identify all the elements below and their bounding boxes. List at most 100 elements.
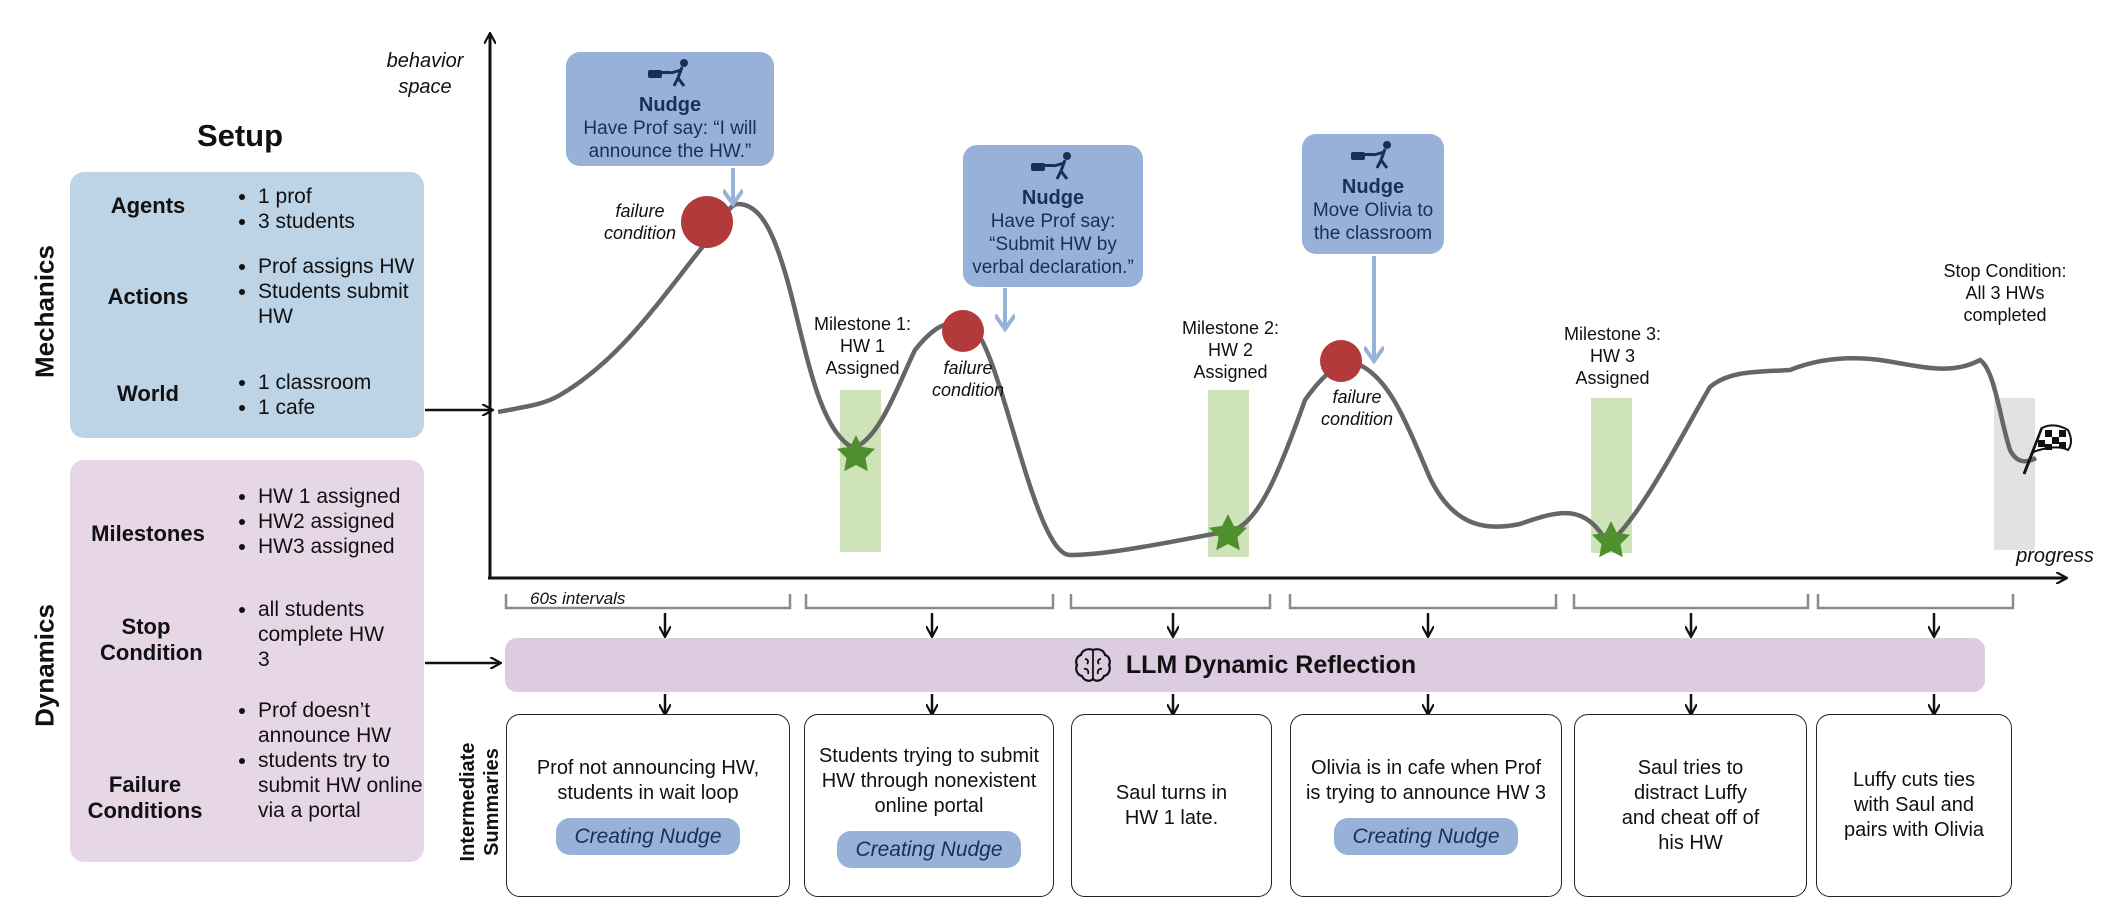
failure-label-line: failure xyxy=(1332,387,1382,407)
failure-label-line: condition xyxy=(1320,409,1394,429)
list-item: 1 cafe xyxy=(258,395,428,420)
y-axis-label-line: behavior xyxy=(386,50,464,72)
list-item: Prof doesn’t announce HW xyxy=(258,698,438,748)
x-axis-label: progress xyxy=(2016,545,2094,567)
failure-label-line: condition xyxy=(931,380,1005,400)
milestones-label: Milestones xyxy=(91,521,205,546)
list-item: students try to submit HW online via a p… xyxy=(258,748,438,823)
agents-list: 1 prof 3 students xyxy=(236,184,428,234)
list-item: Students submit HW xyxy=(258,279,428,329)
stop-condition-list: all students complete HW 3 xyxy=(236,597,388,672)
agents-label: Agents xyxy=(110,193,186,218)
summary-card: Prof not announcing HW, students in wait… xyxy=(506,714,790,897)
nudge-title: Nudge xyxy=(1021,187,1085,209)
nudge-text-line: Have Prof say: xyxy=(990,211,1116,232)
nudge-text-line: “Submit HW by xyxy=(989,234,1117,255)
summary-text: Saul turns in HW 1 late. xyxy=(1115,781,1228,829)
milestone-label-line: Milestone 2: xyxy=(1181,318,1280,338)
llm-dynamic-reflection-bar: LLM Dynamic Reflection xyxy=(505,638,1985,692)
milestone-label-line: Assigned xyxy=(825,358,900,378)
finish-flag-icon xyxy=(2022,424,2072,475)
stop-label-line: All 3 HWs xyxy=(1965,283,2045,303)
creating-nudge-badge: Creating Nudge xyxy=(837,830,1021,868)
stop-label-line: Stop Condition: xyxy=(1943,261,2067,281)
list-item: all students complete HW 3 xyxy=(258,597,388,672)
pointing-person-icon xyxy=(1031,152,1071,180)
list-item: 3 students xyxy=(258,209,428,234)
y-axis-label: behavior space xyxy=(370,48,480,100)
creating-nudge-badge: Creating Nudge xyxy=(1334,818,1518,855)
interval-label: 60s intervals xyxy=(530,589,626,608)
summaries-label-line: Summaries xyxy=(481,748,503,856)
summary-text: Olivia is in cafe when Prof is trying to… xyxy=(1305,757,1547,804)
pointing-person-icon xyxy=(648,59,688,87)
actions-label: Actions xyxy=(107,284,189,309)
milestone-2-label: Milestone 2: HW 2 Assigned xyxy=(1168,317,1293,383)
failure-marker xyxy=(1320,340,1362,382)
milestone-1-bar xyxy=(840,390,881,552)
behavior-curve xyxy=(497,201,2038,558)
nudge-text-line: Move Olivia to xyxy=(1312,200,1434,221)
list-item: 1 classroom xyxy=(258,370,428,395)
list-item: Prof assigns HW xyxy=(258,254,428,279)
summary-text: Prof not announcing HW, students in wait… xyxy=(536,757,760,804)
creating-nudge-badge: Creating Nudge xyxy=(556,818,740,855)
milestone-star xyxy=(1209,514,1247,551)
milestone-label-line: HW 2 xyxy=(1208,340,1253,360)
nudge-title: Nudge xyxy=(1341,176,1405,198)
summary-text: Students trying to submit HW through non… xyxy=(818,744,1040,817)
nudge-text-line: the classroom xyxy=(1313,223,1433,244)
failure-condition-label: failure condition xyxy=(590,200,690,244)
summary-arrows xyxy=(665,694,1934,714)
summary-text: Saul tries to distract Luffy and cheat o… xyxy=(1621,756,1760,854)
nudge-box: Nudge Have Prof say: “I will announce th… xyxy=(566,52,774,166)
milestone-label-line: Assigned xyxy=(1193,362,1268,382)
failure-label-line: condition xyxy=(603,223,677,243)
failure-conditions-list: Prof doesn’t announce HW students try to… xyxy=(236,698,438,823)
brain-icon xyxy=(1074,648,1111,682)
reflection-label: LLM Dynamic Reflection xyxy=(1125,650,1417,679)
failure-marker xyxy=(681,196,733,248)
milestone-3-label: Milestone 3: HW 3 Assigned xyxy=(1550,323,1675,389)
milestone-label-line: HW 1 xyxy=(840,336,885,356)
failure-condition-label: failure condition xyxy=(1307,386,1407,430)
y-axis-label-line: space xyxy=(398,76,452,98)
actions-list: Prof assigns HW Students submit HW xyxy=(236,254,428,329)
world-list: 1 classroom 1 cafe xyxy=(236,370,428,420)
dynamics-panel xyxy=(70,460,424,862)
summary-card: Students trying to submit HW through non… xyxy=(804,714,1054,897)
interval-brackets xyxy=(504,594,2015,610)
failure-label-line: failure xyxy=(943,358,993,378)
list-item: HW 1 assigned xyxy=(258,484,438,509)
nudge-title: Nudge xyxy=(638,94,702,116)
setup-title: Setup xyxy=(196,118,284,153)
list-item: HW2 assigned xyxy=(258,509,438,534)
nudge-text-line: announce the HW.” xyxy=(588,141,752,162)
failure-condition-label: failure condition xyxy=(918,357,1018,401)
milestone-star xyxy=(837,435,875,472)
bracket-arrows xyxy=(665,613,1934,636)
stop-condition-label: Stop Condition: All 3 HWs completed xyxy=(1930,260,2080,326)
nudge-text-line: Have Prof say: “I will xyxy=(583,118,757,139)
nudge-text-line: verbal declaration.” xyxy=(972,257,1134,278)
summaries-label-line: Intermediate xyxy=(457,742,479,862)
summary-text: Luffy cuts ties with Saul and pairs with… xyxy=(1843,769,1985,841)
summary-card: Luffy cuts ties with Saul and pairs with… xyxy=(1816,714,2012,897)
failure-label-line: failure xyxy=(615,201,665,221)
milestone-label-line: Milestone 1: xyxy=(813,314,912,334)
summary-card: Olivia is in cafe when Prof is trying to… xyxy=(1290,714,1562,897)
milestone-label-line: Assigned xyxy=(1575,368,1650,388)
nudge-box: Nudge Have Prof say: “Submit HW by verba… xyxy=(963,145,1143,287)
milestones-list: HW 1 assigned HW2 assigned HW3 assigned xyxy=(236,484,438,559)
nudge-box: Nudge Move Olivia to the classroom xyxy=(1302,134,1444,254)
pointing-person-icon xyxy=(1351,141,1391,169)
milestone-label-line: Milestone 3: xyxy=(1563,324,1662,344)
mechanics-panel xyxy=(70,172,424,438)
stop-condition-label: Stop Condition xyxy=(100,614,203,665)
milestone-star xyxy=(1592,521,1630,558)
failure-marker xyxy=(942,310,984,352)
failure-conditions-label: Failure Conditions xyxy=(87,772,203,823)
stop-label-line: completed xyxy=(1963,305,2047,325)
milestone-label-line: HW 3 xyxy=(1590,346,1635,366)
intermediate-summaries-label: Intermediate Summaries xyxy=(456,712,504,892)
